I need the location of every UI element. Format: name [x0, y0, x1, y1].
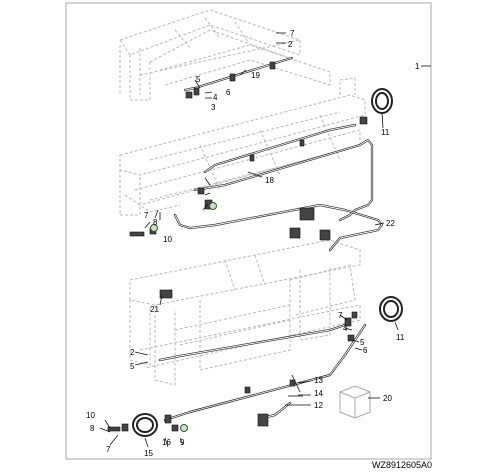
callout-18: 18 — [265, 176, 274, 185]
callout-3: 3 — [211, 103, 216, 112]
hose-coil-9 — [132, 413, 158, 437]
callout-19: 19 — [251, 71, 260, 80]
callouts: 1 2 3 4 5 6 7 8 9 10 11 12 13 14 15 16 1… — [86, 29, 420, 458]
hose-assembly-12 — [257, 401, 292, 427]
drawing-reference-code: WZ8912605A0 — [372, 460, 432, 470]
callout-4: 4 — [213, 93, 218, 102]
callout-16: 16 — [162, 438, 171, 447]
callout-1: 1 — [415, 62, 420, 71]
bolt-13 — [291, 374, 301, 393]
callout-5-right: 5 — [360, 338, 365, 347]
pipe-18 — [193, 138, 374, 222]
callout-7: 7 — [290, 29, 295, 38]
callout-4-right: 4 — [343, 324, 348, 333]
callout-22: 22 — [386, 219, 395, 228]
leader-lines — [99, 32, 431, 448]
pipe-19 — [183, 56, 294, 92]
callout-13: 13 — [314, 376, 323, 385]
callout-10: 10 — [163, 235, 172, 244]
callout-9: 9 — [180, 438, 185, 447]
callout-2-lower: 2 — [130, 348, 135, 357]
middle-boom-frame — [119, 77, 366, 216]
highlighted-nozzle-upper — [209, 202, 217, 210]
callout-11-lower: 11 — [396, 333, 405, 342]
pipe-22 — [173, 203, 384, 252]
highlighted-nozzle-lower — [180, 424, 188, 432]
callout-7-lower: 7 — [106, 445, 111, 454]
callout-20: 20 — [383, 394, 392, 403]
callout-7-mid: 7 — [144, 211, 149, 220]
callout-2: 2 — [288, 40, 293, 49]
callout-15: 15 — [144, 449, 153, 458]
callout-6-right: 6 — [363, 346, 368, 355]
module-box-20 — [339, 385, 371, 419]
callout-12: 12 — [314, 401, 323, 410]
pipe-upper-connector — [203, 123, 357, 174]
callout-5-lower: 5 — [130, 362, 135, 371]
callout-11-upper: 11 — [381, 128, 390, 137]
callout-21: 21 — [150, 305, 159, 314]
hose-coil-9-inner — [136, 417, 154, 433]
drawing-border — [65, 2, 432, 460]
hose-coil-11-lower — [379, 296, 403, 322]
hose-coil-11-upper-inner — [375, 92, 389, 110]
callout-6: 6 — [226, 88, 231, 97]
hose-coil-11-lower-inner — [383, 300, 399, 318]
callout-8: 8 — [153, 218, 158, 227]
highlighted-nozzle-middle — [150, 224, 158, 232]
callout-8-lower: 8 — [90, 424, 95, 433]
fittings — [107, 61, 368, 432]
callout-5: 5 — [196, 75, 201, 84]
top-boom-frame — [119, 9, 331, 101]
pipe-lower-main — [163, 323, 367, 422]
callout-10-lower: 10 — [86, 411, 95, 420]
pipe-lower-branch — [158, 323, 347, 362]
callout-7-right: 7 — [338, 311, 343, 320]
lower-boom-frame — [129, 239, 361, 386]
callout-14: 14 — [314, 389, 323, 398]
